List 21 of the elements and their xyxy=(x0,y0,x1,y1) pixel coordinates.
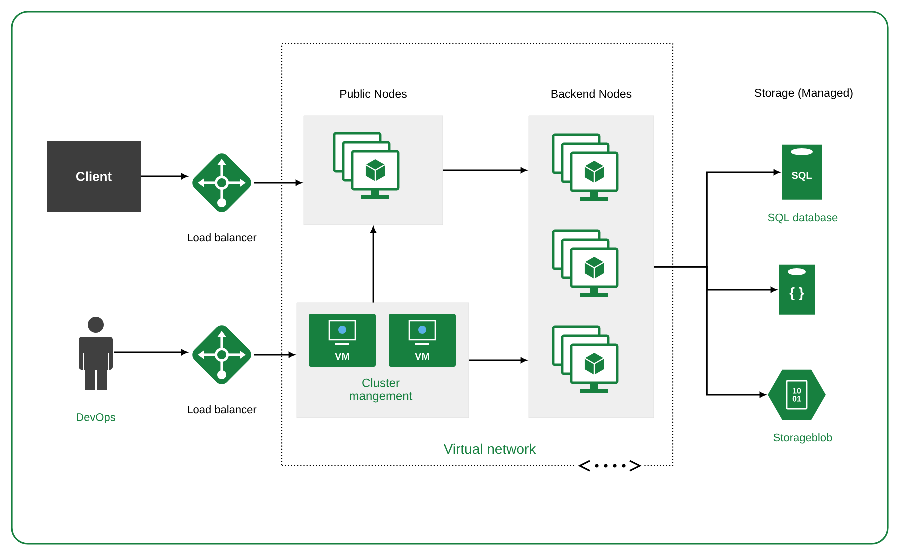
node-caption: DevOps xyxy=(77,414,116,424)
node-caption: Load balancer xyxy=(188,406,257,414)
arrow xyxy=(254,180,302,186)
group-label: Virtual network xyxy=(444,444,536,454)
database-cylinder: { } xyxy=(779,264,815,315)
database-cylinder: SQL xyxy=(782,144,822,200)
section-heading: Storage (Managed) xyxy=(754,88,853,100)
node-caption: SQL database xyxy=(768,214,838,224)
arrow xyxy=(254,352,295,358)
storage-hexagon: 10 01 xyxy=(768,370,826,420)
arrow xyxy=(469,358,527,364)
arrow xyxy=(370,227,376,303)
arrow xyxy=(114,350,188,356)
vm-tile: VM xyxy=(389,314,456,367)
node-caption: Load balancer xyxy=(188,234,257,242)
client-box: Client xyxy=(47,141,141,212)
arrow xyxy=(654,266,766,398)
node-caption: Storageblob xyxy=(774,434,832,444)
arrow xyxy=(141,174,188,180)
arrow xyxy=(443,168,527,174)
vm-tile: VM xyxy=(309,314,376,367)
